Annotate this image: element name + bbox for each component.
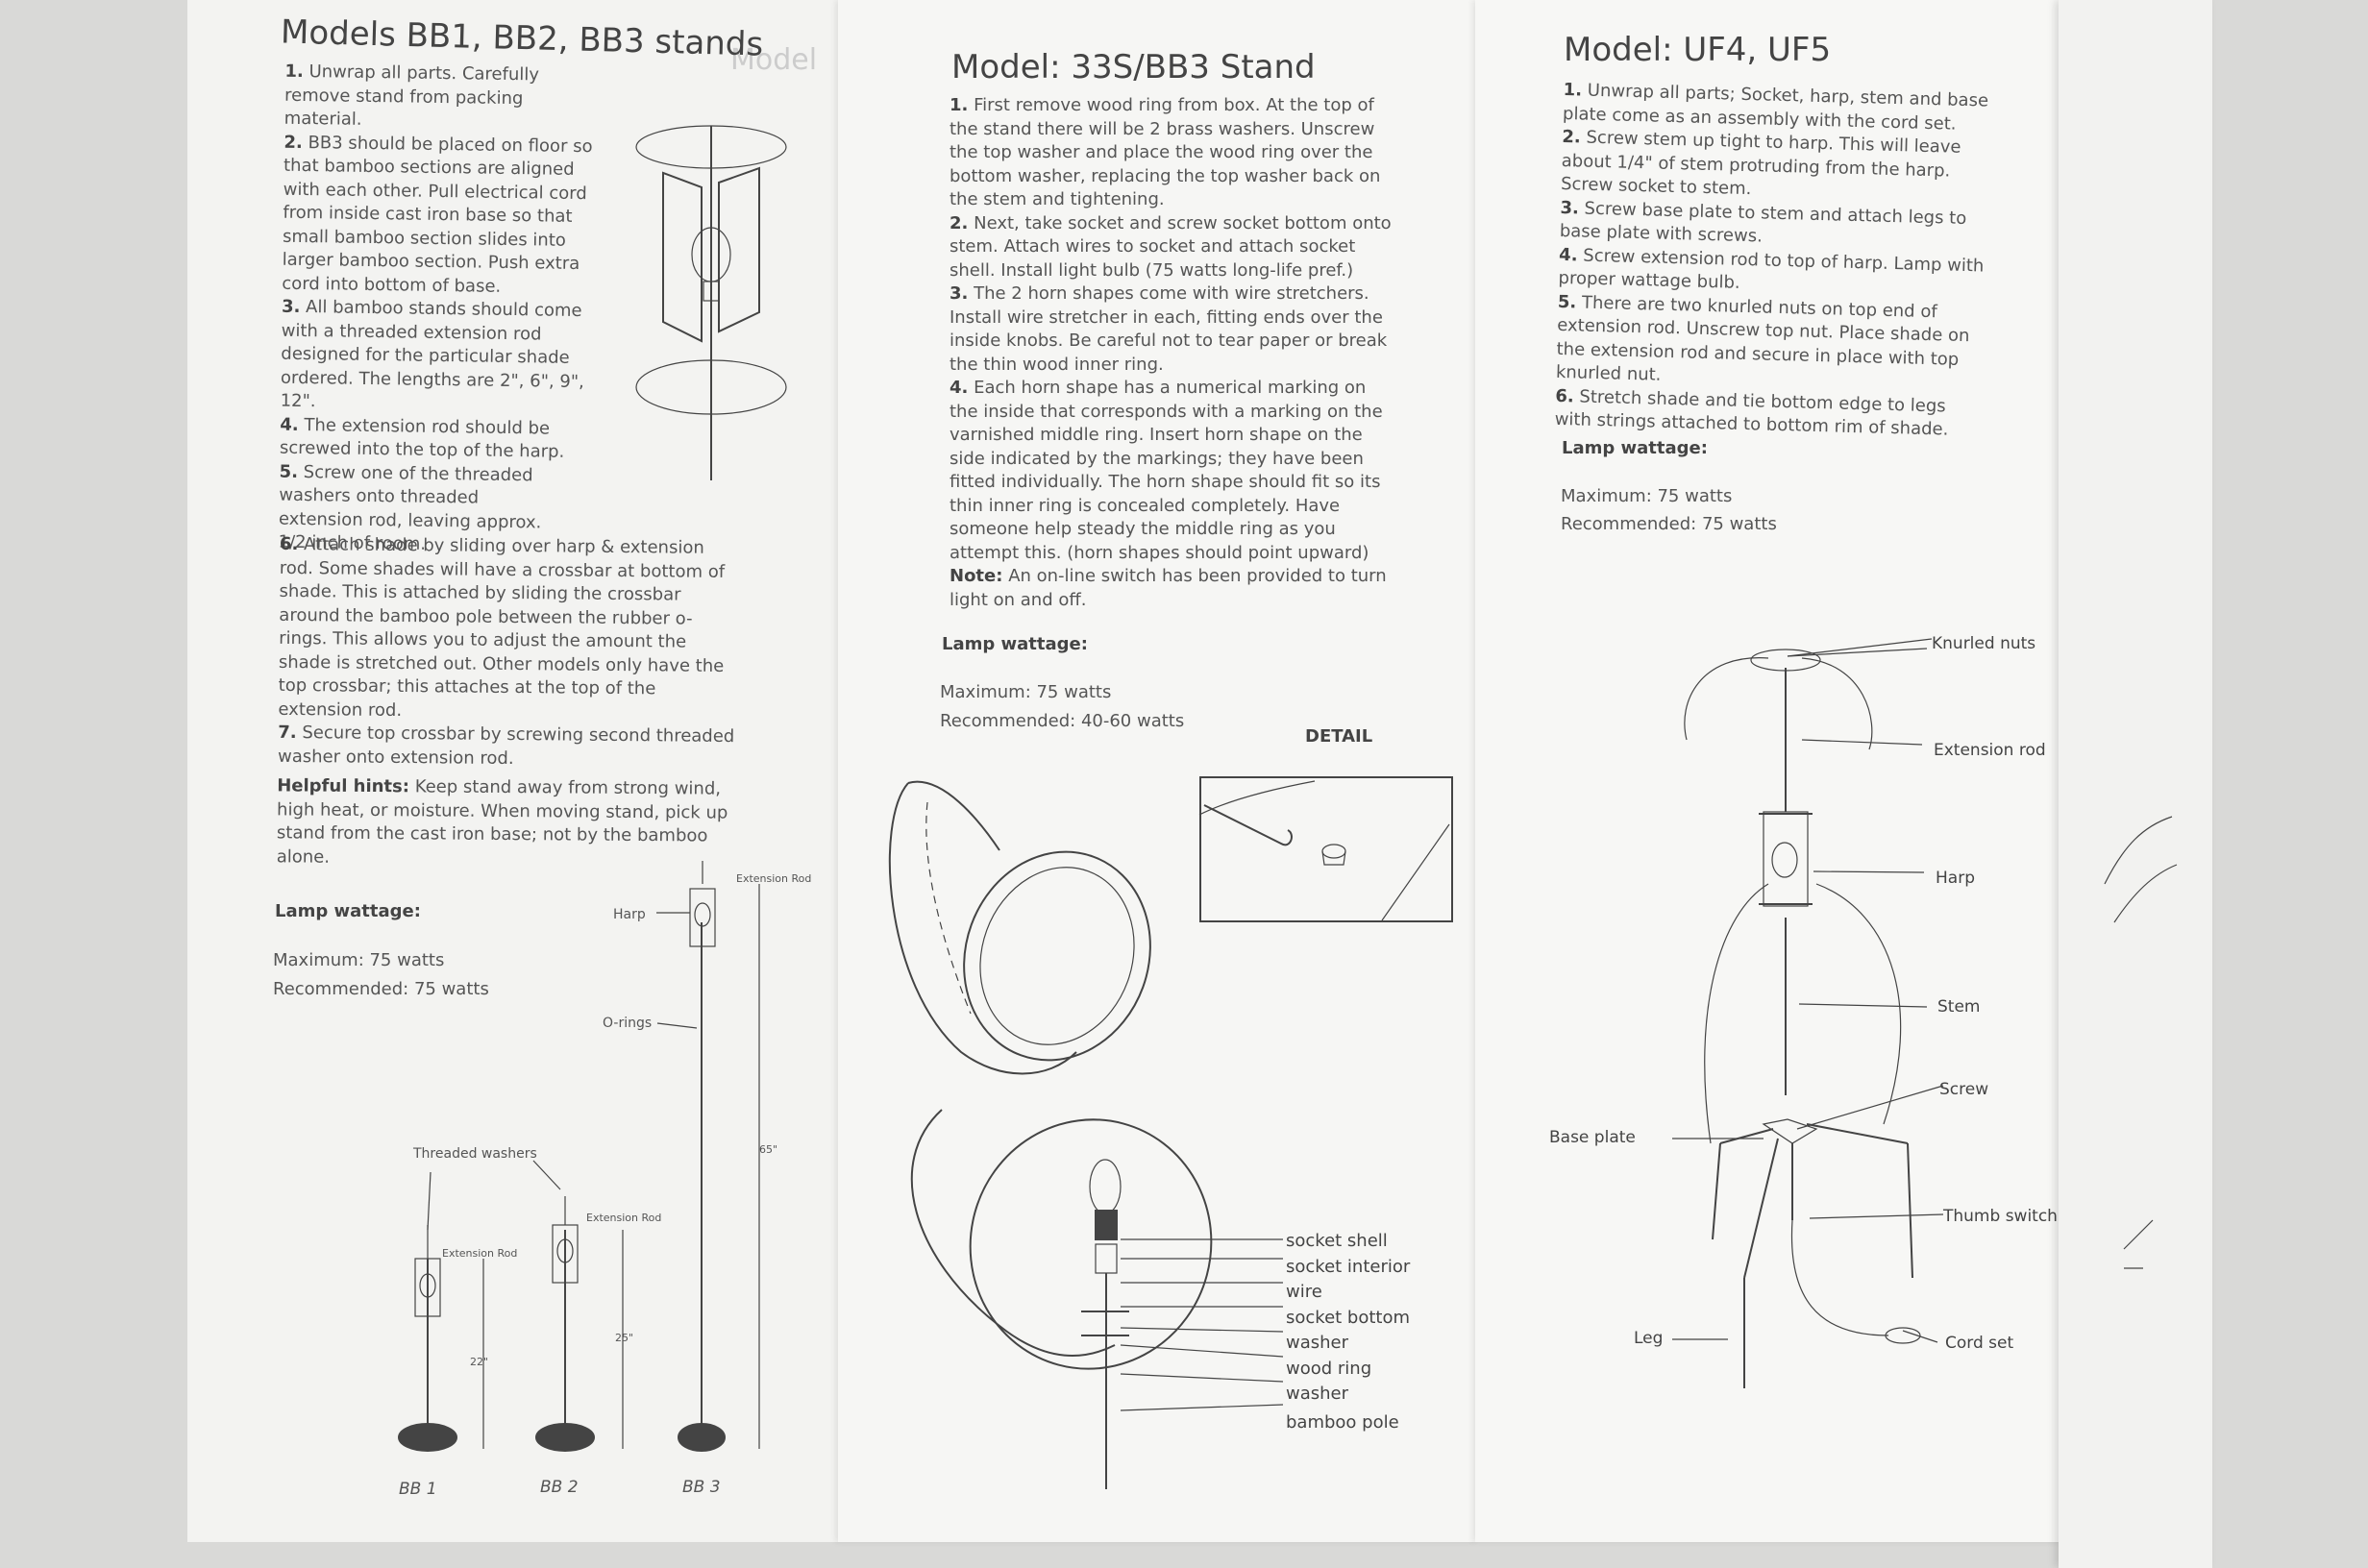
label-thumb-switch: Thumb switch	[1943, 1207, 2058, 1226]
height-bb3: 65"	[759, 1143, 778, 1156]
caption-bb3: BB 3	[682, 1478, 721, 1497]
label-threaded-washers: Threaded washers	[413, 1146, 537, 1162]
step-2: 2. Next, take socket and screw socket bo…	[950, 212, 1392, 281]
instructions-bb-part1: 1. Unwrap all parts. Carefully remove st…	[278, 61, 602, 559]
horn-shape-illustration	[888, 780, 1151, 1075]
part-label: washer	[1286, 1384, 1349, 1404]
step-4: 4. Each horn shape has a numerical marki…	[950, 378, 1383, 563]
lamp-wattage-heading-uf: Lamp wattage:	[1562, 438, 1708, 458]
step-1: 1. Unwrap all parts. Carefully remove st…	[284, 61, 540, 130]
uf-lamp-diagram	[1672, 638, 1944, 1388]
label-harp: Harp	[1936, 869, 1975, 888]
instructions-bb-part2: 6. Attach shade by sliding over harp & e…	[278, 533, 741, 772]
socket-assembly-diagram	[910, 1109, 1284, 1489]
part-label: socket shell	[1286, 1231, 1388, 1251]
lamp-wattage-heading-33s: Lamp wattage:	[942, 634, 1088, 654]
show-through-text: Model	[730, 43, 818, 77]
step-7: 7. Secure top crossbar by screwing secon…	[277, 722, 735, 769]
wattage-max-uf: Maximum: 75 watts	[1561, 486, 1733, 506]
step-2: 2. BB3 should be placed on floor so that…	[282, 132, 593, 297]
page-title-33s: Model: 33S/BB3 Stand	[951, 48, 1316, 86]
label-cord-set: Cord set	[1945, 1334, 2014, 1353]
label-stem: Stem	[1937, 997, 1981, 1017]
panel-33s-stand	[838, 0, 1477, 1542]
panel-uf	[1475, 0, 2063, 1542]
detail-box	[1198, 776, 1453, 922]
instructions-33s: 1. First remove wood ring from box. At t…	[950, 94, 1392, 612]
folded-page-edge	[2059, 0, 2212, 1568]
label-knurled-nuts: Knurled nuts	[1932, 634, 2036, 653]
wattage-max-33s: Maximum: 75 watts	[940, 682, 1112, 702]
step-5: 5. There are two knurled nuts on top end…	[1555, 291, 1970, 385]
label-extension-rod-bb2: Extension Rod	[586, 1212, 662, 1224]
page-title-uf: Model: UF4, UF5	[1564, 31, 1832, 69]
height-bb1: 22"	[470, 1356, 489, 1368]
step-4: 4. The extension rod should be screwed i…	[279, 414, 565, 462]
label-extension-rod: Extension rod	[1934, 741, 2046, 760]
step-3: 3. The 2 horn shapes come with wire stre…	[950, 283, 1388, 375]
instructions-uf: 1. Unwrap all parts; Socket, harp, stem …	[1554, 79, 1995, 443]
wattage-max-bb: Maximum: 75 watts	[273, 950, 445, 970]
part-label: bamboo pole	[1286, 1412, 1399, 1433]
label-extension-rod-bb3: Extension Rod	[736, 872, 812, 885]
wattage-rec-33s: Recommended: 40-60 watts	[940, 711, 1185, 731]
label-orings: O-rings	[603, 1016, 653, 1031]
label-base-plate: Base plate	[1549, 1128, 1636, 1147]
lamp-wattage-heading-bb: Lamp wattage:	[275, 901, 421, 921]
caption-bb1: BB 1	[399, 1480, 437, 1499]
label-screw: Screw	[1939, 1080, 1989, 1099]
part-label: socket interior	[1286, 1257, 1411, 1277]
height-bb2: 25"	[615, 1332, 634, 1344]
step-6: 6. Attach shade by sliding over harp & e…	[278, 533, 726, 721]
part-label: wood ring	[1286, 1359, 1372, 1379]
part-label: socket bottom	[1286, 1308, 1411, 1328]
step-2: 2. Screw stem up tight to harp. This wil…	[1560, 126, 1961, 200]
step-1: 1. First remove wood ring from box. At t…	[950, 95, 1381, 209]
bb-stands-diagram	[398, 861, 760, 1452]
part-label: wire	[1286, 1282, 1322, 1302]
label-extension-rod-bb1: Extension Rod	[442, 1247, 518, 1260]
wattage-rec-bb: Recommended: 75 watts	[273, 979, 489, 999]
note: Note: An on-line switch has been provide…	[950, 566, 1387, 610]
part-label: washer	[1286, 1333, 1349, 1353]
step-3: 3. All bamboo stands should come with a …	[280, 296, 584, 412]
caption-bb2: BB 2	[540, 1478, 579, 1497]
harp-shade-sketch	[635, 125, 787, 480]
folded-page-sketch	[2104, 816, 2178, 1269]
panel-bb-stands	[187, 0, 851, 1542]
detail-label: DETAIL	[1305, 726, 1373, 747]
label-leg: Leg	[1634, 1329, 1664, 1348]
label-harp-bb: Harp	[613, 907, 646, 922]
wattage-rec-uf: Recommended: 75 watts	[1561, 514, 1777, 534]
